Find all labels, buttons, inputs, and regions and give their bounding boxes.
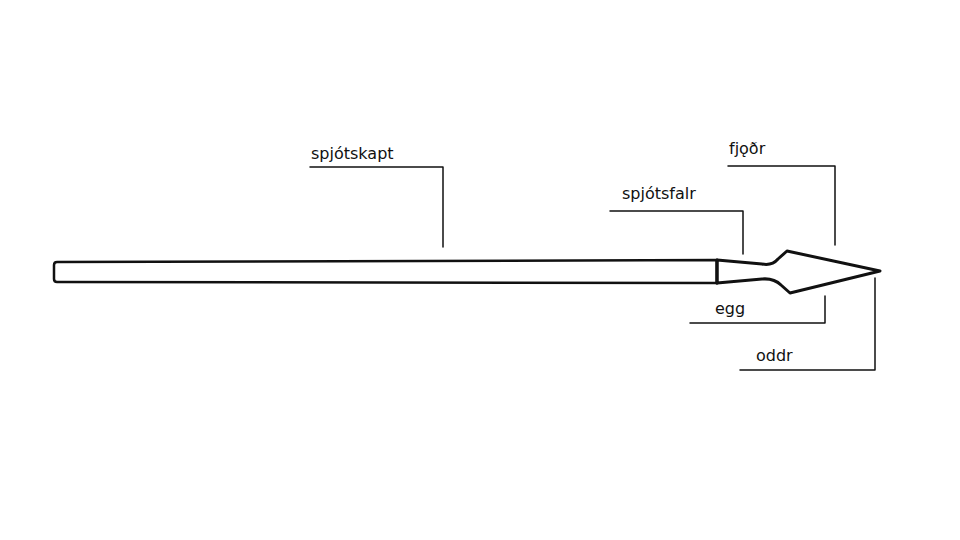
leader-line [728, 166, 835, 245]
leader-lines [310, 166, 875, 370]
part-label: oddr [755, 346, 794, 366]
leader-line [740, 278, 875, 370]
spear-shaft [54, 260, 717, 283]
leader-line [610, 211, 743, 254]
part-label: spjótsfalr [621, 184, 697, 204]
leader-line [310, 167, 443, 247]
spear-head [717, 251, 880, 293]
socket-joint [716, 260, 719, 283]
part-label: egg [714, 299, 746, 319]
part-label: fjǫðr [728, 139, 766, 159]
leader-line [690, 296, 825, 323]
part-label: spjótskapt [310, 144, 395, 164]
